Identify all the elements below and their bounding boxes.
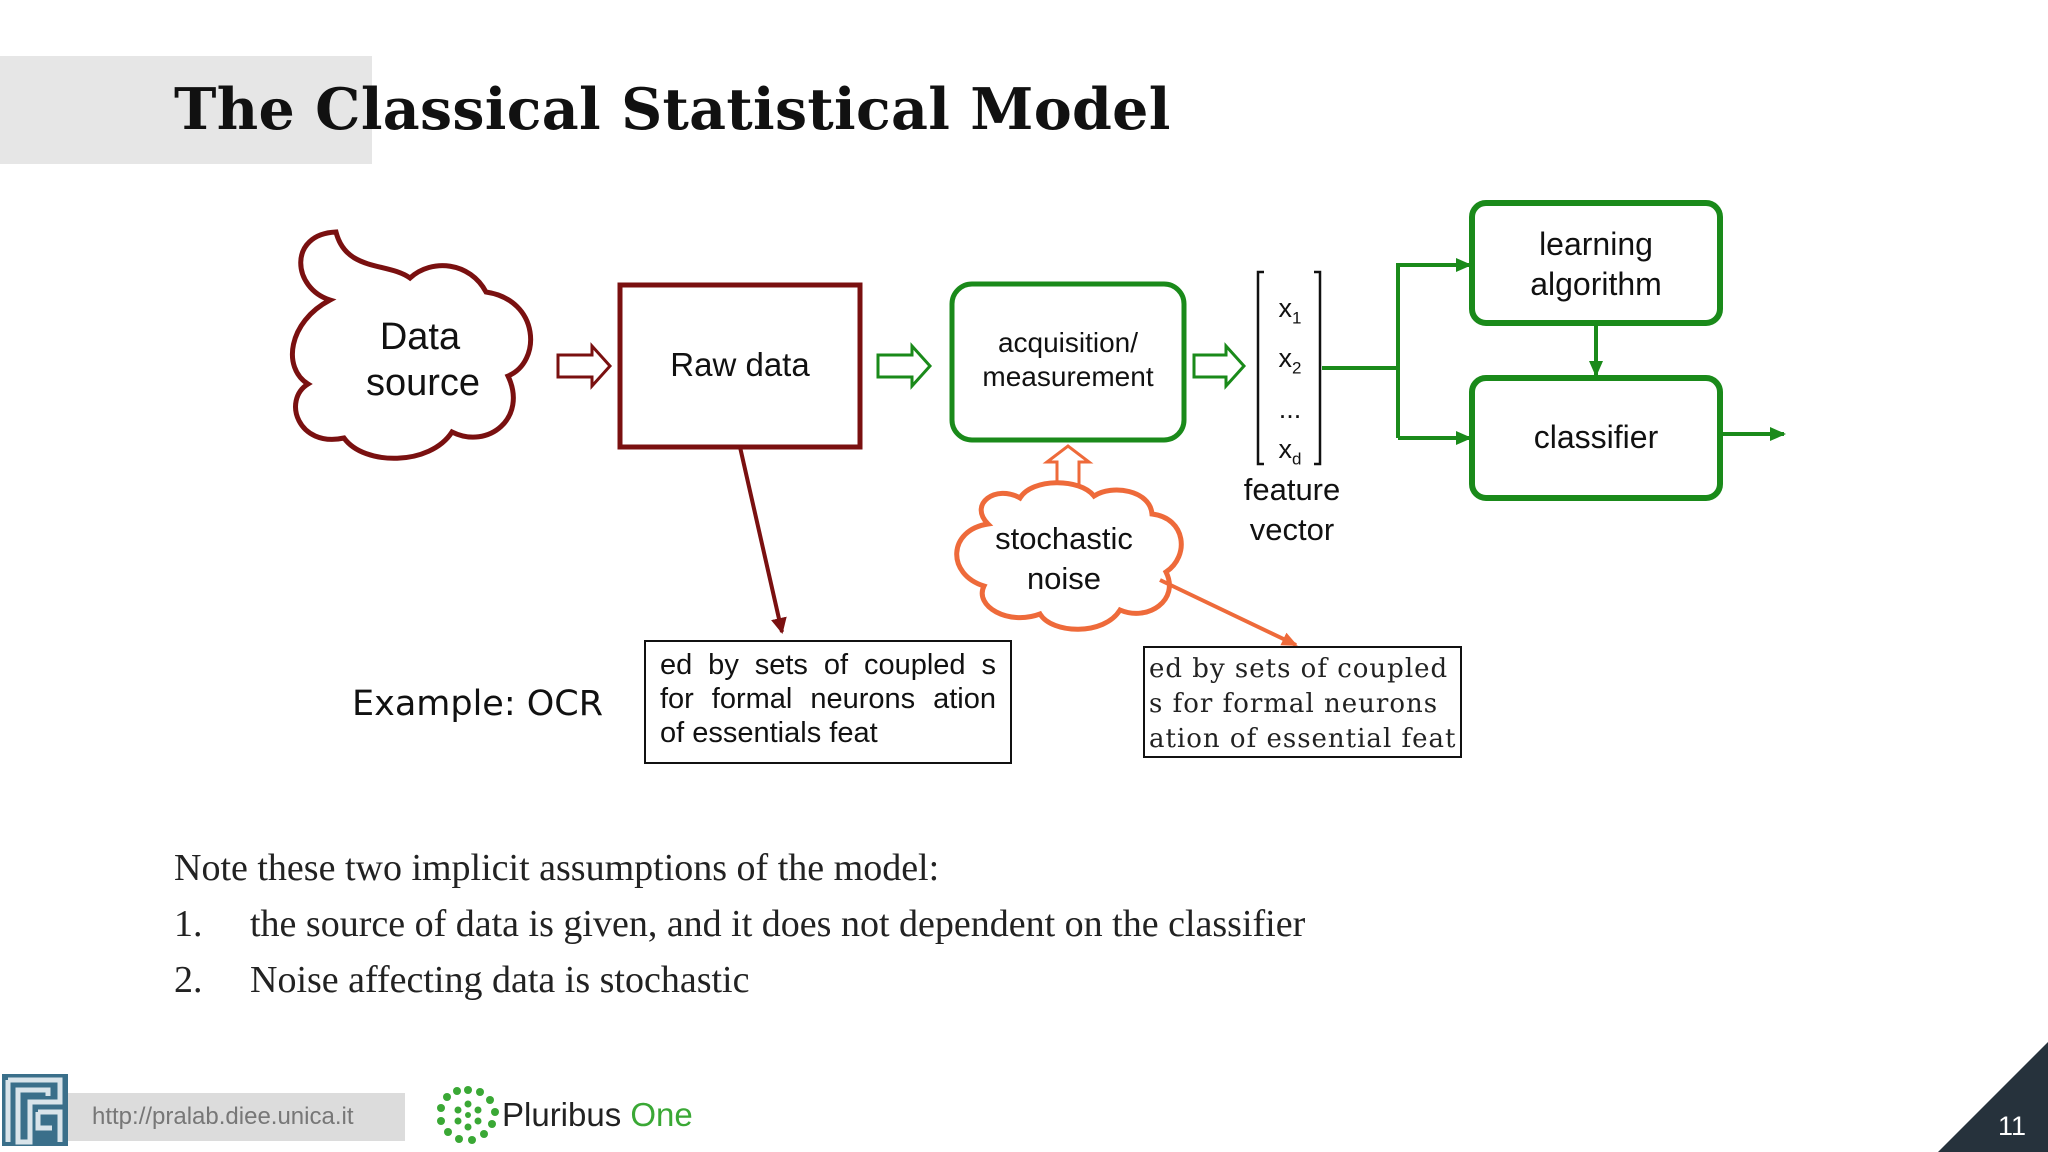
acquisition-line2: measurement bbox=[982, 361, 1154, 392]
data-source-label: Data source bbox=[330, 314, 510, 406]
data-source-cloud bbox=[289, 229, 533, 461]
pluribus-one-logo bbox=[437, 1086, 499, 1144]
learning-line2: algorithm bbox=[1530, 266, 1662, 302]
classifier-label: classifier bbox=[1533, 419, 1659, 455]
page-number: 11 bbox=[1997, 1111, 2026, 1141]
pluribus-one-wordmark: Pluribus One bbox=[502, 1096, 693, 1133]
feature-x1: x1 bbox=[1278, 293, 1302, 328]
hollow-arrow-2 bbox=[876, 342, 933, 390]
right-bracket bbox=[1314, 270, 1322, 466]
example-label: Example: OCR bbox=[352, 684, 604, 724]
notes-item-text: the source of data is given, and it does… bbox=[250, 903, 1306, 945]
noise-line2: noise bbox=[1026, 561, 1102, 596]
notes-item-number: 2. bbox=[174, 959, 203, 1001]
ocr-clean-line: ed by sets of coupled s bbox=[660, 649, 996, 681]
acquisition-box bbox=[949, 281, 1187, 443]
raw-data-label: Raw data bbox=[670, 346, 810, 383]
noise-label: stochastic noise bbox=[976, 519, 1152, 599]
ocr-noisy-line: s for formal neurons bbox=[1149, 689, 1439, 719]
noise-line1: stochastic bbox=[995, 521, 1133, 556]
feature-vector-components: x1 x2 ... xd bbox=[1262, 288, 1318, 479]
ocr-noisy-line: ation of essential feat bbox=[1149, 724, 1457, 754]
feature-ellipsis: ... bbox=[1278, 393, 1302, 424]
noise-to-example-arrow bbox=[1159, 578, 1298, 647]
feature-caption-line2: vector bbox=[1249, 512, 1335, 547]
raw-data-box bbox=[617, 282, 863, 450]
notes-section: Note these two implicit assumptions of t… bbox=[174, 846, 1774, 1014]
ocr-clean-box: ed by sets of coupled s for formal neuro… bbox=[644, 640, 1012, 764]
raw-to-example-arrow bbox=[738, 446, 787, 634]
notes-item-number: 1. bbox=[174, 903, 203, 945]
noise-cloud bbox=[954, 480, 1184, 632]
ocr-noisy-box: ed by sets of coupled s for formal neuro… bbox=[1143, 646, 1462, 758]
classifier-box bbox=[1469, 375, 1723, 501]
feature-x2: x2 bbox=[1278, 343, 1302, 378]
hollow-arrow-3 bbox=[1192, 342, 1247, 390]
pralab-logo bbox=[2, 1074, 68, 1146]
acquisition-label: acquisition/ measurement bbox=[952, 326, 1184, 394]
title-band bbox=[0, 56, 372, 164]
left-bracket bbox=[1256, 270, 1264, 466]
feature-xd: xd bbox=[1278, 433, 1302, 469]
data-source-line1: Data bbox=[379, 316, 461, 358]
learning-algorithm-label: learning algorithm bbox=[1472, 224, 1720, 304]
notes-intro: Note these two implicit assumptions of t… bbox=[174, 847, 940, 889]
feature-caption-line1: feature bbox=[1243, 472, 1341, 507]
ocr-clean-line: of essentials feat bbox=[660, 717, 878, 749]
ocr-noisy-line: ed by sets of coupled bbox=[1149, 654, 1449, 684]
data-source-line2: source bbox=[365, 362, 481, 404]
learning-line1: learning bbox=[1539, 226, 1653, 262]
footer-url[interactable]: http://pralab.diee.unica.it bbox=[68, 1093, 405, 1141]
ocr-clean-line: for formal neurons ation bbox=[660, 683, 996, 715]
acquisition-line1: acquisition/ bbox=[997, 327, 1139, 358]
feature-vector-caption: feature vector bbox=[1212, 470, 1372, 550]
notes-item-text: Noise affecting data is stochastic bbox=[250, 959, 750, 1001]
notes-item: 1. the source of data is given, and it d… bbox=[174, 902, 1774, 958]
hollow-arrow-1 bbox=[556, 342, 613, 390]
slide-title: The Classical Statistical Model bbox=[174, 76, 1171, 143]
page-corner bbox=[1938, 1042, 2048, 1152]
notes-item: 2. Noise affecting data is stochastic bbox=[174, 958, 1774, 1014]
